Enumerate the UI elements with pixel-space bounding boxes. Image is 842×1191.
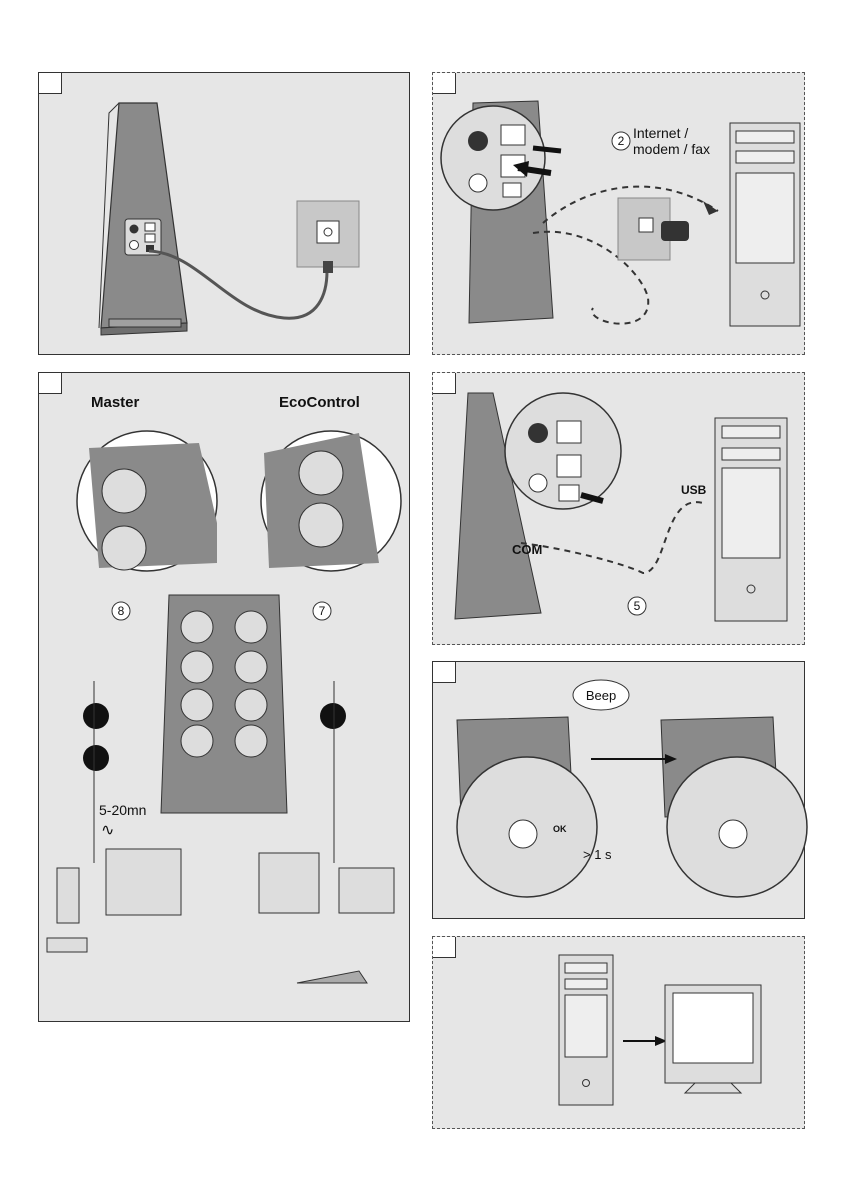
master-count-callout: 8: [118, 604, 125, 618]
eco-count-callout: 7: [319, 604, 326, 618]
data-line-illustration: 2 Internet / modem / fax: [433, 73, 806, 356]
beep-label: Beep: [586, 688, 616, 703]
com-label: COM: [512, 542, 542, 557]
step-3-panel: Master EcoControl 8 7 5-20mn ∿: [38, 372, 410, 1022]
monitor: [106, 849, 181, 915]
ac-symbol: ∿: [101, 822, 114, 839]
press-time-label: > 1 s: [583, 847, 612, 862]
internet-label-line2: modem / fax: [633, 141, 710, 157]
fax: [339, 868, 394, 913]
internet-label-line1: Internet /: [633, 125, 688, 141]
software-illustration: [433, 937, 806, 1130]
usb-cable-callout: 5: [634, 599, 641, 613]
delay-label: 5-20mn: [99, 802, 146, 818]
usb-connection-illustration: COM 5 USB: [433, 373, 806, 646]
pc-tower: [57, 868, 79, 923]
printer: [259, 853, 319, 913]
master-label: Master: [91, 394, 140, 411]
step-4-panel: COM 5 USB: [432, 372, 805, 645]
usb-label: USB: [681, 483, 707, 497]
step-2-panel: 2 Internet / modem / fax: [432, 72, 805, 355]
ecocontrol-label: EcoControl: [279, 394, 360, 411]
outlets-illustration: Master EcoControl 8 7 5-20mn ∿: [39, 373, 411, 1023]
step-6-panel: [432, 936, 805, 1129]
power-connection-illustration: [39, 73, 411, 356]
ok-label: OK: [553, 824, 567, 834]
internet-callout: 2: [618, 134, 625, 148]
step-5-panel: Beep > 1 s OK: [432, 661, 805, 919]
step-1-panel: [38, 72, 410, 355]
power-button-illustration: Beep > 1 s OK: [433, 662, 806, 920]
